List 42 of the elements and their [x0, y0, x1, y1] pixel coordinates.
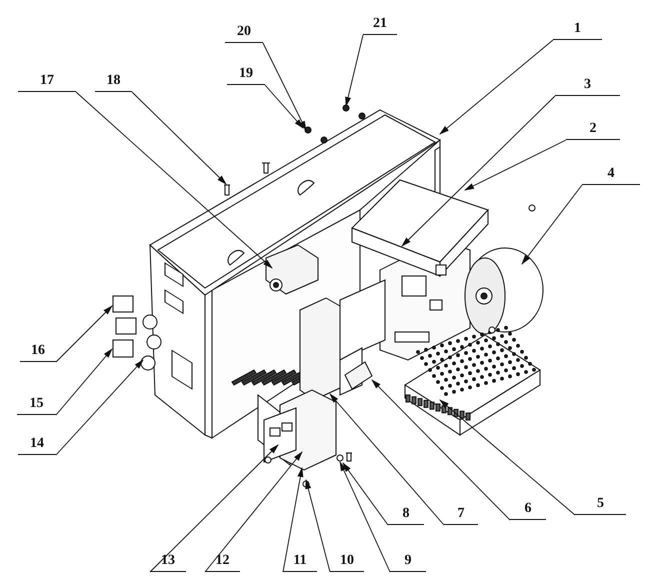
callout-number: 13 [150, 552, 186, 572]
leader-line [439, 40, 554, 135]
callout-number: 11 [283, 552, 317, 572]
leader-line [264, 84, 304, 129]
callout-number: 19 [227, 65, 265, 85]
leader-line [340, 461, 390, 572]
leader-line [342, 462, 388, 526]
leader-line [345, 34, 364, 107]
leader-line [204, 451, 303, 572]
leader-line [401, 96, 556, 247]
leader-line [56, 305, 113, 362]
callout-number: 14 [18, 435, 56, 455]
callout-number: 1 [553, 20, 602, 40]
callout-number: 10 [330, 552, 364, 572]
leader-line [76, 92, 273, 269]
leader-line [132, 92, 227, 185]
callout-number: 5 [575, 495, 626, 515]
leader-line [262, 42, 306, 131]
leader-line [521, 184, 582, 265]
leader-line [464, 140, 566, 190]
callout-number: 9 [390, 552, 426, 572]
callout-number: 4 [582, 165, 640, 185]
callout-number: 17 [18, 72, 76, 92]
leader-line [56, 359, 144, 456]
callout-number: 21 [363, 15, 397, 35]
callout-number: 6 [510, 500, 546, 520]
leader-line [329, 393, 444, 526]
callout-number: 16 [20, 342, 56, 362]
callout-number: 2 [566, 120, 620, 140]
callout-number: 8 [388, 505, 424, 525]
callout-number: 20 [225, 23, 263, 43]
leader-line [371, 379, 510, 520]
callout-number: 3 [555, 76, 620, 96]
leader-line [56, 348, 113, 416]
callout-number: 15 [17, 395, 56, 415]
callout-number: 7 [444, 505, 478, 525]
callout-number: 12 [205, 552, 240, 572]
callout-number: 18 [95, 72, 132, 92]
leader-line [150, 444, 279, 572]
leader-line [305, 479, 330, 572]
leader-line [439, 399, 576, 516]
leader-line [282, 467, 304, 572]
